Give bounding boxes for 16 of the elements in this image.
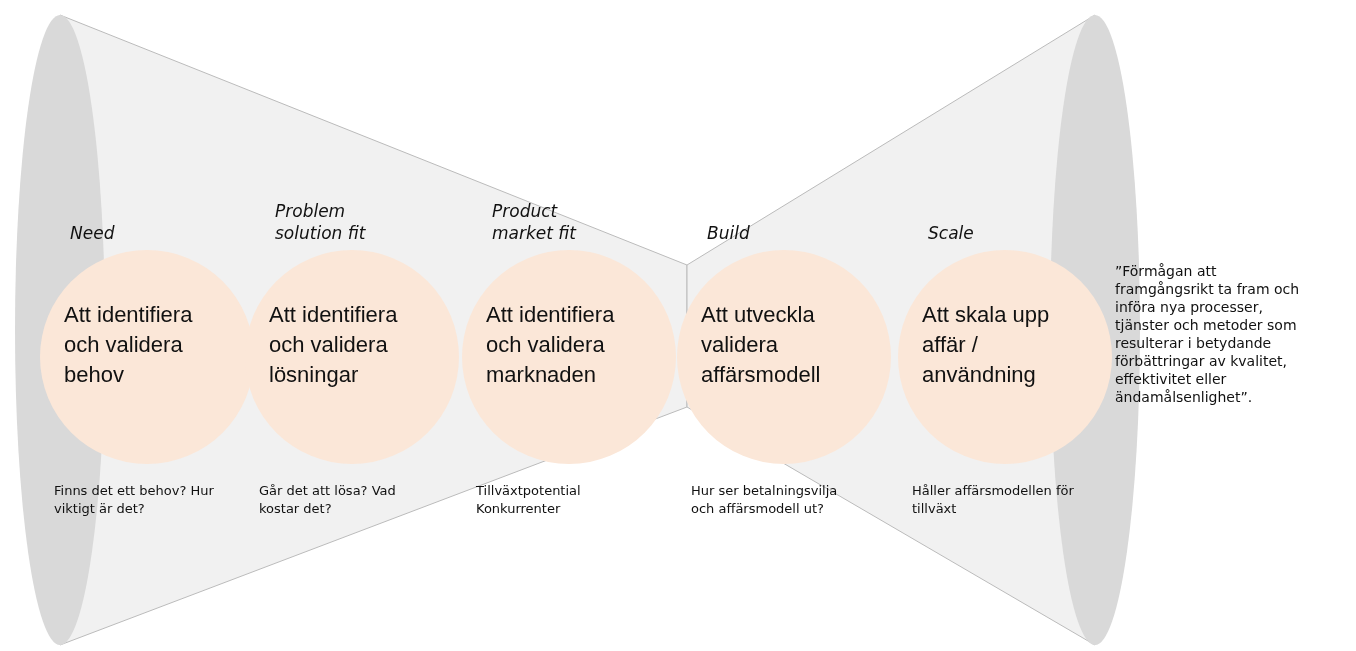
stage-text: Att identifiera och validera marknaden — [486, 301, 616, 389]
stage-question: Går det att lösa? Vad kostar det? — [259, 482, 397, 518]
stage-heading: Build — [707, 222, 751, 244]
stage-heading: Problem solution fit — [275, 200, 367, 244]
stage-text: Att identifiera och validera behov — [64, 301, 194, 389]
stage-question: Tillväxtpotential Konkurrenter — [476, 482, 582, 518]
stage-heading: Product market fit — [492, 200, 578, 244]
stage-text: Att utveckla validera affärsmodell — [701, 301, 822, 389]
definition-quote: ”Förmågan att framgångsrikt ta fram och införa nya processer, tjänster och metoder som resulterar i betydande förbättringar av kvalitet, effektivitet eller ändamålsenlighet”. — [1115, 262, 1301, 406]
stage-question: Håller affärsmodellen för tillväxt — [912, 482, 1075, 518]
stage-heading: Need — [70, 222, 116, 244]
stage-heading: Scale — [928, 222, 975, 244]
stage-text: Att skala upp affär / användning — [922, 301, 1051, 389]
stage-text: Att identifiera och validera lösningar — [269, 301, 399, 389]
stage-question: Hur ser betalningsvilja och affärsmodell ut? — [691, 482, 839, 518]
stage-question: Finns det ett behov? Hur viktigt är det? — [54, 482, 215, 518]
